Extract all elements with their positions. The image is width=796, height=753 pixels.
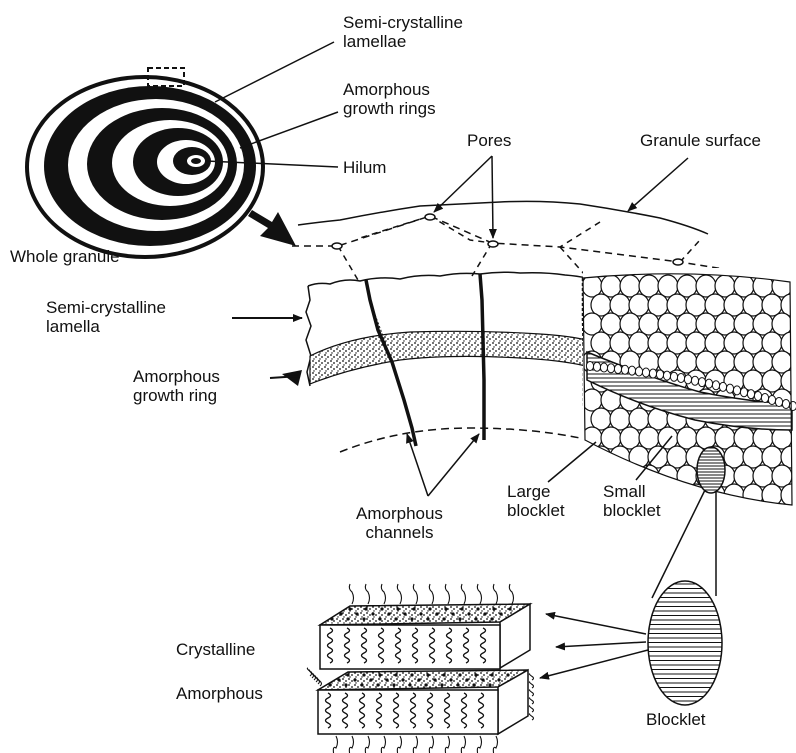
lamellae-leader (215, 42, 334, 102)
amorphous-strand (529, 690, 533, 696)
small-blocklet-blob (775, 397, 782, 406)
label-line: blocklet (507, 501, 565, 520)
pores-leader-b (492, 156, 493, 238)
label-line: Semi-crystalline (343, 13, 463, 32)
amorphous-strand (529, 674, 533, 680)
small-blocklet-blob (649, 369, 656, 378)
label-semi-crystalline-lamellae: Semi-crystalline lamellae (343, 13, 463, 51)
label-pores: Pores (467, 131, 511, 150)
small-blocklet-blob (607, 364, 614, 373)
small-blocklet-blob (733, 386, 740, 395)
amorphous-strand (477, 736, 481, 753)
blocklet-arrow-1 (546, 614, 646, 634)
amorphous-strand (493, 584, 497, 604)
amorphous-strand (381, 736, 385, 753)
label-line: Amorphous (133, 367, 220, 386)
channels-leader-b (428, 434, 479, 496)
amorphous-strand (429, 736, 433, 753)
amorphous-strand (529, 682, 533, 688)
amorphous-strand (333, 736, 337, 753)
small-blocklet-blob (761, 393, 768, 402)
small-blocklet-blob (691, 376, 698, 385)
amorphous-strand (413, 736, 417, 753)
amorphous-strand (461, 736, 465, 753)
small-blocklet-blob (698, 378, 705, 387)
small-blocklet-blob (747, 390, 754, 399)
label-small-blocklet: Small blocklet (603, 482, 661, 520)
small-blocklet-blob (670, 372, 677, 381)
small-blocklet-blob (656, 370, 663, 379)
label-hilum: Hilum (343, 158, 386, 177)
small-blocklet-blob (754, 392, 761, 401)
small-blocklet-blob (635, 367, 642, 376)
channels-leader-a (407, 434, 428, 496)
label-line: Amorphous (356, 504, 443, 523)
amorphous-strand (461, 584, 465, 604)
amorphous-strand (445, 736, 449, 753)
small-blocklet-blob (712, 381, 719, 390)
zoom-arrow (248, 210, 296, 246)
small-blocklet-blob (593, 362, 600, 371)
small-blocklet-blob (789, 402, 796, 411)
label-line: lamella (46, 317, 166, 336)
small-blocklet-blob (684, 375, 691, 384)
label-line: Amorphous (343, 80, 436, 99)
label-granule-surface: Granule surface (640, 131, 761, 150)
small-blocklet-blob (663, 371, 670, 380)
amorphous-strand (529, 706, 533, 712)
lamellar-blocks (307, 584, 533, 753)
small-blocklet-blob (705, 379, 712, 388)
label-amorphous-growth-rings: Amorphous growth rings (343, 80, 436, 118)
blocklet-arrow-3 (540, 650, 648, 678)
amorphous-strand (529, 698, 533, 704)
small-blocklet-blob (719, 382, 726, 391)
blocklet-cluster (582, 268, 796, 508)
amorphous-strand (413, 584, 417, 604)
label-large-blocklet: Large blocklet (507, 482, 565, 520)
amorphous-strand (397, 736, 401, 753)
small-blocklet-blob (614, 364, 621, 373)
small-blocklet-blob (677, 374, 684, 383)
label-amorphous-growth-ring: Amorphous growth ring (133, 367, 220, 405)
blocklet-arrow-2 (556, 642, 646, 647)
small-blocklet-blob (621, 365, 628, 374)
small-blocklet-blob (726, 384, 733, 393)
amorphous-strand (445, 584, 449, 604)
amorphous-strand (365, 736, 369, 753)
label-line: blocklet (603, 501, 661, 520)
amorphous-strand (397, 584, 401, 604)
small-blocklet-blob (586, 362, 593, 371)
small-blocklet-blob (600, 363, 607, 372)
small-blocklet-blob (768, 395, 775, 404)
small-blocklet-blob (642, 368, 649, 377)
label-amorphous-channels: Amorphous channels (356, 504, 443, 542)
amorphous-strand (349, 736, 353, 753)
amorphous-strand (349, 584, 353, 604)
amorphous-strand (365, 584, 369, 604)
amorphous-strand (429, 584, 433, 604)
small-blocklet-blob (740, 388, 747, 397)
label-line: growth rings (343, 99, 436, 118)
label-blocklet: Blocklet (646, 710, 706, 729)
label-line: lamellae (343, 32, 463, 51)
amorphous-strand (509, 584, 513, 604)
label-semi-crystalline-lamella: Semi-crystalline lamella (46, 298, 166, 336)
amorphous-strand (529, 714, 533, 720)
label-whole-granule: Whole granule (10, 247, 120, 266)
amorphous-strand (493, 736, 497, 753)
label-crystalline: Crystalline (176, 640, 255, 659)
blocklet-detail (646, 581, 724, 706)
label-line: channels (356, 523, 443, 542)
small-blocklet-blob (628, 366, 635, 375)
small-blocklet-blob (782, 399, 789, 408)
surface-leader (628, 158, 688, 211)
label-line: growth ring (133, 386, 220, 405)
amorphous-strand (381, 584, 385, 604)
label-line: Large (507, 482, 565, 501)
label-line: Semi-crystalline (46, 298, 166, 317)
label-amorphous: Amorphous (176, 684, 263, 703)
label-line: Small (603, 482, 661, 501)
amorphous-strand (477, 584, 481, 604)
